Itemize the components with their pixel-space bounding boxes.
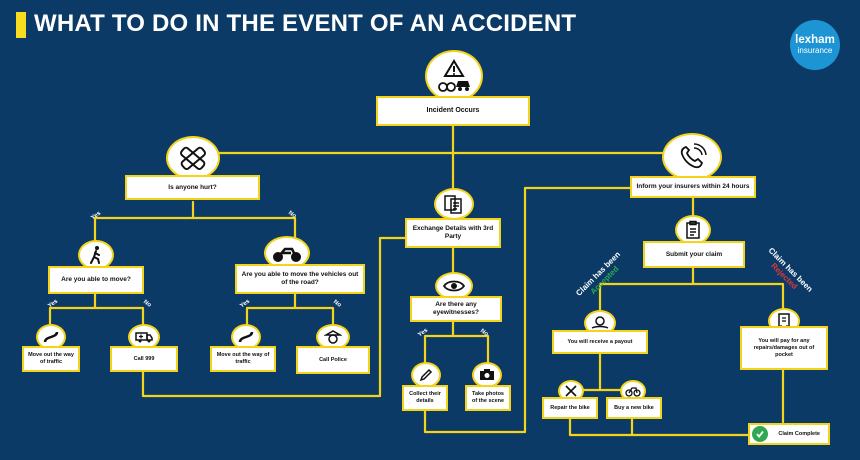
node-able-to-move: Are you able to move?: [48, 266, 144, 294]
node-exchange-details: Exchange Details with 3rd Party: [405, 218, 501, 248]
node-move-out-1: Move out the way of traffic: [22, 346, 80, 372]
connector-hurt: [93, 200, 297, 265]
node-eyewitnesses: Are there any eyewitnesses?: [410, 296, 502, 322]
node-anyone-hurt: Is anyone hurt?: [125, 175, 260, 200]
page-title: WHAT TO DO IN THE EVENT OF AN ACCIDENT: [34, 10, 577, 37]
node-buy-bike: Buy a new bike: [606, 397, 662, 419]
node-pay-repairs: You will pay for any repairs/damages out…: [740, 326, 828, 370]
node-claim-complete: Claim Complete: [748, 423, 830, 445]
node-inform-insurers: Inform your insurers within 24 hours: [630, 176, 756, 198]
connector-left-loop: [141, 236, 407, 398]
node-call-999: Call 999: [110, 346, 178, 372]
title-accent-bar: [16, 12, 26, 38]
node-call-police: Call Police: [296, 346, 370, 374]
eye-icon: [435, 272, 473, 300]
node-able-to-move-vehicles: Are you able to move the vehicles out of…: [235, 264, 365, 294]
logo-subtext: insurance: [797, 46, 833, 55]
connector-vehicles: [245, 290, 335, 350]
connector-photos-loop: [423, 186, 632, 434]
bandage-icon: [166, 136, 220, 180]
logo-wordmark: lexham: [795, 34, 835, 46]
node-repair-bike: Repair the bike: [542, 397, 598, 419]
node-submit-claim: Submit your claim: [643, 241, 745, 268]
node-take-photos: Take photos of the scene: [465, 385, 511, 411]
warning-accident-icon: [425, 50, 483, 102]
node-collect-details: Collect their details: [402, 385, 448, 411]
documents-icon: [434, 188, 474, 220]
check-icon: [752, 426, 768, 442]
node-move-out-2: Move out the way of traffic: [210, 346, 276, 372]
node-payout: You will receive a payout: [552, 330, 648, 354]
node-incident: Incident Occurs: [376, 96, 530, 126]
phone-icon: [662, 133, 722, 181]
connector-exchange: [423, 244, 490, 389]
connector-move: [48, 290, 145, 350]
claim-complete-label: Claim Complete: [778, 431, 820, 437]
connector-payout: [568, 350, 750, 437]
connector-rejected: [630, 368, 785, 437]
lexham-logo: lexham insurance: [790, 20, 840, 70]
